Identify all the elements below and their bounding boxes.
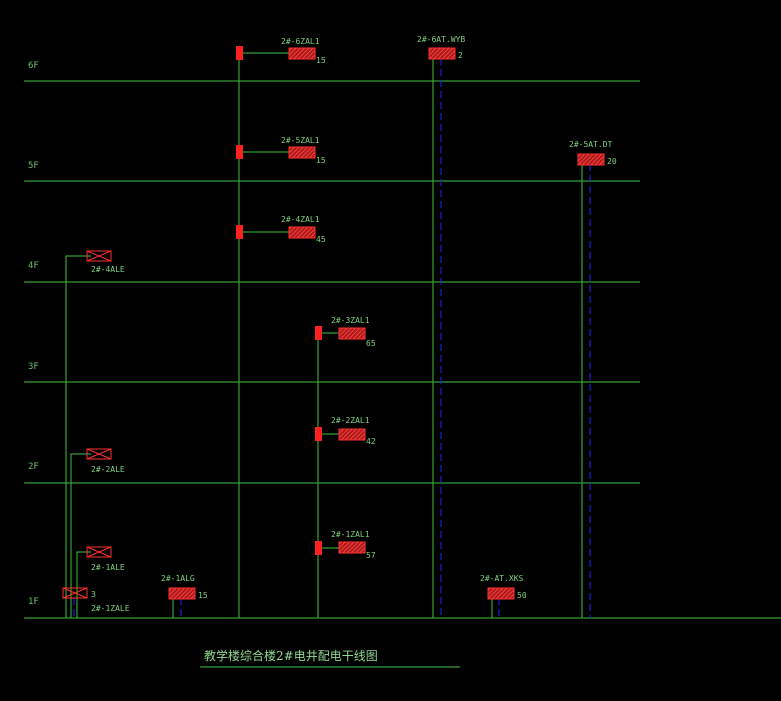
value-5atdt: 20 [607,157,617,166]
value-1zale: 3 [91,590,96,599]
panel-1ale[interactable] [86,546,112,558]
breaker-6zal1 [236,46,243,60]
panel-5atdt[interactable] [577,153,605,166]
label-1zal1: 2#-1ZAL1 [331,530,370,539]
panel-4zal1[interactable] [288,226,316,239]
hatched-panels [168,47,605,600]
riser-1ale [76,551,91,618]
label-5atdt: 2#-5AT.DT [569,140,613,149]
breaker-4zal1 [236,225,243,239]
panel-3zal1[interactable] [338,327,366,340]
value-1alg: 15 [198,591,208,600]
panel-4ale[interactable] [86,250,112,262]
value-6zal1: 15 [316,56,326,65]
value-3zal1: 65 [366,339,376,348]
value-1zal1: 57 [366,551,376,560]
label-5zal1: 2#-5ZAL1 [281,136,320,145]
breaker-3zal1 [315,326,322,340]
label-1zale: 2#-1ZALE [91,604,130,613]
panel-2zal1[interactable] [338,428,366,441]
floor-lines [24,80,781,619]
panel-2ale[interactable] [86,448,112,460]
panel-5zal1[interactable] [288,146,316,159]
breaker-1zal1 [315,541,322,555]
label-4zal1: 2#-4ZAL1 [281,215,320,224]
panel-6zal1[interactable] [288,47,316,60]
label-1ale: 2#-1ALE [91,563,125,572]
breaker-2zal1 [315,427,322,441]
panel-labels: 2#-6ZAL1 15 2#-5ZAL1 15 2#-4ZAL1 45 2#-3… [91,35,617,613]
crossed-panels [62,250,112,599]
diagram-title: 教学楼综合楼2#电井配电干线图 [204,648,378,663]
floor-label-6f: 6F [28,61,39,71]
value-2zal1: 42 [366,437,376,446]
middle-riser-branches [315,326,339,555]
floor-label-5f: 5F [28,161,39,171]
panel-1zale[interactable] [62,587,88,599]
label-atxks: 2#-AT.XKS [480,574,524,583]
label-2zal1: 2#-2ZAL1 [331,416,370,425]
main-riser-branches [236,46,289,239]
floor-label-2f: 2F [28,462,39,472]
floor-label-1f: 1F [28,597,39,607]
floor-label-4f: 4F [28,261,39,271]
panel-atxks[interactable] [487,587,515,600]
panel-1alg[interactable] [168,587,196,600]
label-1alg: 2#-1ALG [161,574,195,583]
panel-1zal1[interactable] [338,541,366,554]
dashed-risers [73,58,591,618]
value-5zal1: 15 [316,156,326,165]
value-6atwyb: 2 [458,51,463,60]
value-atxks: 50 [517,591,527,600]
label-6atwyb: 2#-6AT.WYB [417,35,465,44]
value-4zal1: 45 [316,235,326,244]
label-4ale: 2#-4ALE [91,265,125,274]
label-3zal1: 2#-3ZAL1 [331,316,370,325]
label-6zal1: 2#-6ZAL1 [281,37,320,46]
risers [65,53,583,618]
breaker-5zal1 [236,145,243,159]
panel-6atwyb[interactable] [428,47,456,60]
label-2ale: 2#-2ALE [91,465,125,474]
riser-4ale [65,255,91,618]
floor-label-3f: 3F [28,362,39,372]
riser-2ale [70,453,91,618]
